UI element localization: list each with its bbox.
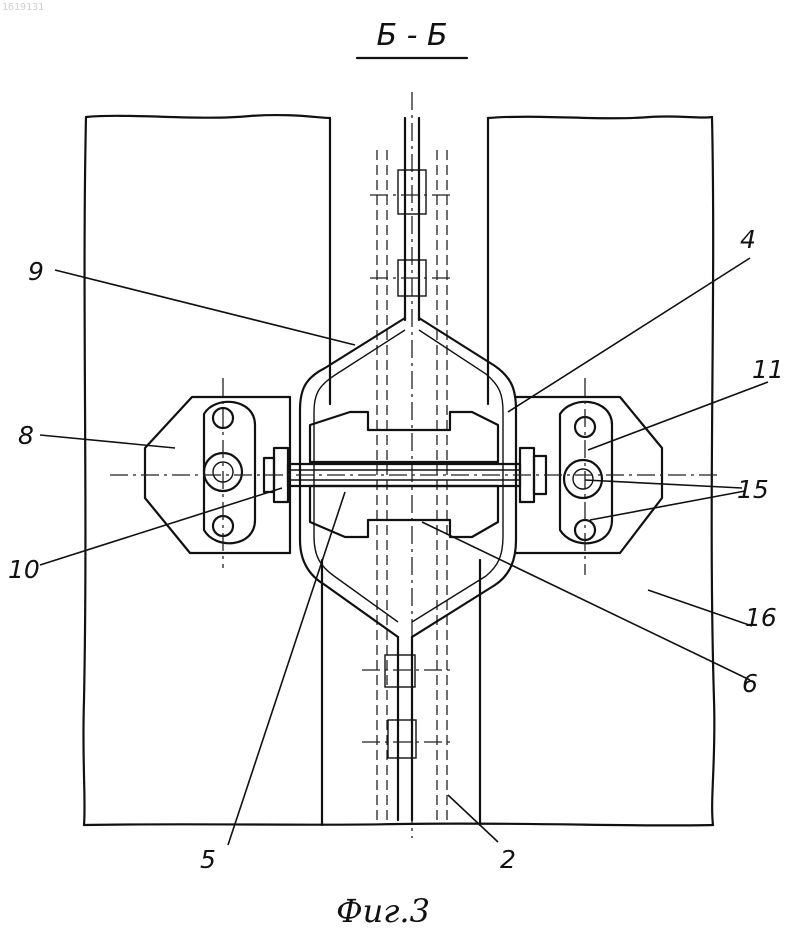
label-11: 11 — [752, 355, 784, 384]
label-5: 5 — [200, 845, 216, 874]
central-plate — [362, 118, 455, 820]
leader-lines — [40, 258, 768, 845]
figure-caption: Фиг.3 — [336, 892, 430, 930]
label-16: 16 — [745, 603, 777, 632]
corner-mark: 1619131 — [2, 2, 44, 13]
label-10: 10 — [8, 555, 40, 584]
label-8: 8 — [18, 421, 34, 450]
spring-clip — [300, 318, 516, 637]
section-title: Б - Б — [376, 18, 447, 53]
label-9: 9 — [28, 257, 44, 286]
label-4: 4 — [740, 225, 756, 254]
label-15: 15 — [737, 475, 769, 504]
label-6: 6 — [742, 669, 758, 698]
left-bracket — [145, 378, 290, 568]
right-bracket — [516, 378, 662, 575]
label-2: 2 — [500, 845, 516, 874]
through-bolt — [110, 448, 720, 502]
